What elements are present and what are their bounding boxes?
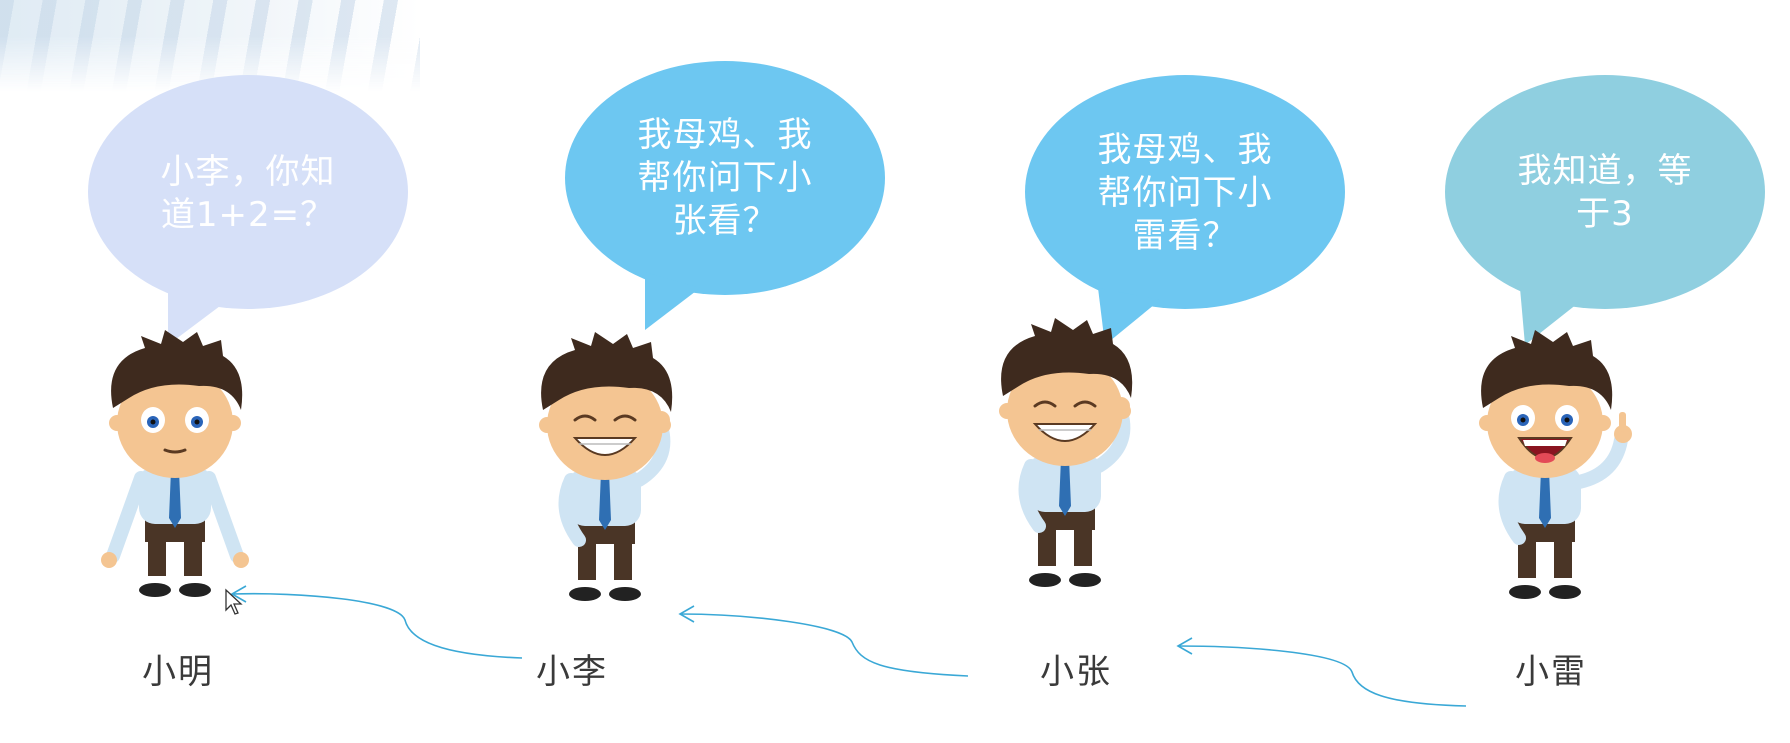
speech-bubble-3 [1025, 75, 1345, 345]
speech-line: 我知道，等 [1517, 151, 1693, 191]
character-name-2: 小李 [536, 652, 608, 692]
character-3-figure [999, 318, 1133, 587]
speech-line: 小李，你知 [160, 152, 336, 192]
speech-text-2: 我母鸡、我 帮你问下小 张看？ [585, 114, 865, 243]
mouse-pointer-icon [225, 588, 243, 615]
character-2-figure [539, 332, 673, 601]
curved-arrow-icon [230, 585, 523, 659]
speech-line: 帮你问下小 [1097, 173, 1273, 213]
speech-text-3: 我母鸡、我 帮你问下小 雷看？ [1045, 129, 1325, 258]
speech-bubble-2 [565, 61, 885, 330]
speech-bubble-1 [88, 75, 408, 345]
curved-arrow-icon [1176, 637, 1467, 707]
speech-text-1: 小李，你知 道1+2=？ [108, 151, 388, 237]
character-4-figure [1479, 330, 1632, 599]
speech-line: 我母鸡、我 [1097, 130, 1273, 170]
character-name-3: 小张 [1040, 652, 1112, 692]
speech-line: 于3 [1576, 194, 1634, 234]
speech-line: 我母鸡、我 [637, 115, 813, 155]
character-name-1: 小明 [142, 652, 214, 692]
curved-arrow-icon [678, 605, 969, 677]
speech-line: 道1+2=？ [160, 195, 336, 235]
character-name-4: 小雷 [1515, 652, 1587, 692]
corner-decoration [0, 0, 420, 92]
speech-text-4: 我知道，等 于3 [1465, 150, 1745, 236]
character-1-figure [101, 330, 249, 597]
speech-line: 雷看？ [1132, 216, 1238, 256]
speech-line: 帮你问下小 [637, 158, 813, 198]
speech-line: 张看？ [672, 201, 778, 241]
